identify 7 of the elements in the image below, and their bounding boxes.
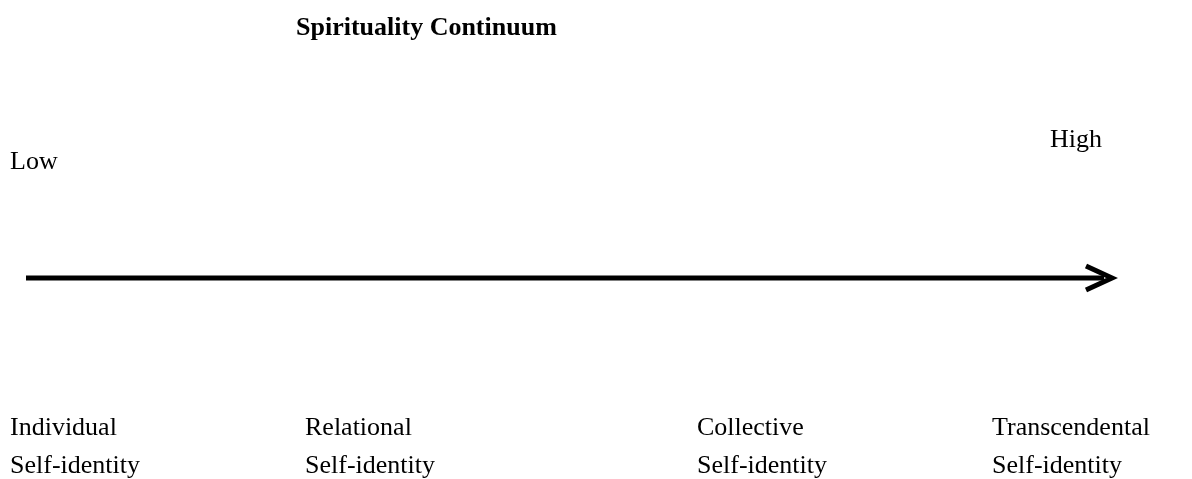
axis-label: Low bbox=[10, 145, 59, 177]
title: Spirituality Continuum bbox=[296, 12, 557, 42]
axis-label: Transcendental Self-identity bbox=[992, 411, 1151, 479]
axis-label: High bbox=[1050, 123, 1103, 155]
axis-label: Individual Self-identity bbox=[10, 411, 141, 479]
axis-label: Relational Self-identity bbox=[305, 411, 436, 479]
axis-label: Collective Self-identity bbox=[697, 411, 828, 479]
